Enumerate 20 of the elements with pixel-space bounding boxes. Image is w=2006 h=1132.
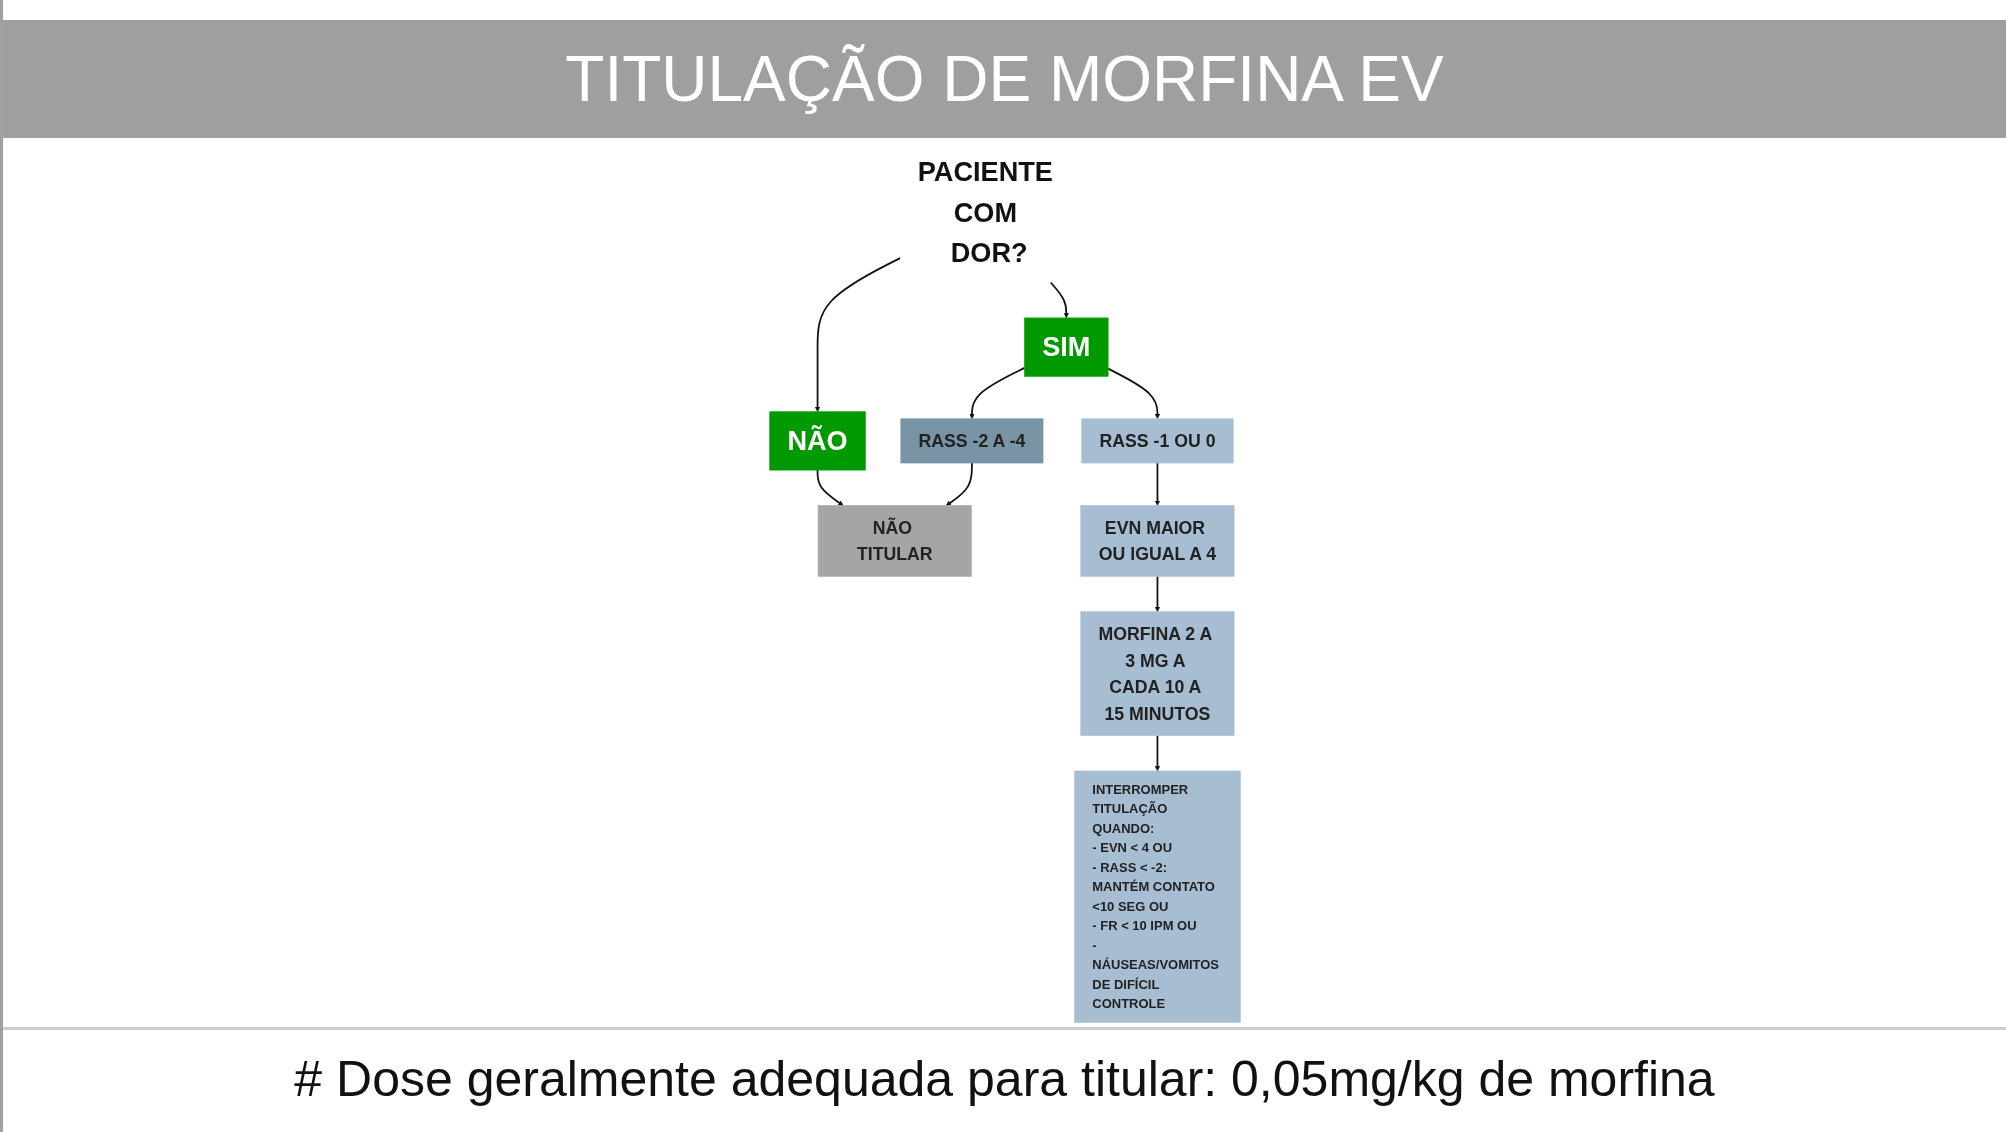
arrow <box>1106 367 1160 420</box>
caption: # Dose geralmente adequada para titular: 0,05mg/kg de morfina <box>3 1027 2006 1132</box>
node-box: MORFINA 2 A 3 MG A CADA 10 A 15 MINUTOS <box>1079 611 1234 736</box>
arrow <box>1154 462 1160 506</box>
arrow <box>814 257 901 412</box>
node-box: EVN MAIOR OU IGUAL A 4 <box>1079 505 1234 577</box>
arrow <box>1049 281 1069 319</box>
arrow <box>1154 734 1160 772</box>
node-box: RASS -2 A -4 <box>900 418 1043 464</box>
arrow <box>968 367 1025 420</box>
arrow <box>945 462 973 506</box>
node-box: SIM <box>1023 317 1108 377</box>
node-box: NÃO <box>768 411 866 471</box>
title-banner: TITULAÇÃO DE MORFINA EV <box>3 20 2006 138</box>
node-text: PACIENTE COM DOR? <box>917 156 1053 269</box>
arrow <box>816 469 844 506</box>
node-box: RASS -1 OU 0 <box>1080 418 1233 464</box>
node-box: NÃO TITULAR <box>817 505 972 577</box>
node-box: INTERROMPER TITULAÇÃO QUANDO: - EVN < 4 OU - RASS < -2: MANTÉM CONTATO <10 SEG OU - FR < 10 IPM OU - NÁUSEAS/VOMITOS DE DIFÍCIL CONTROLE <box>1073 770 1241 1023</box>
arrow <box>1154 575 1160 612</box>
